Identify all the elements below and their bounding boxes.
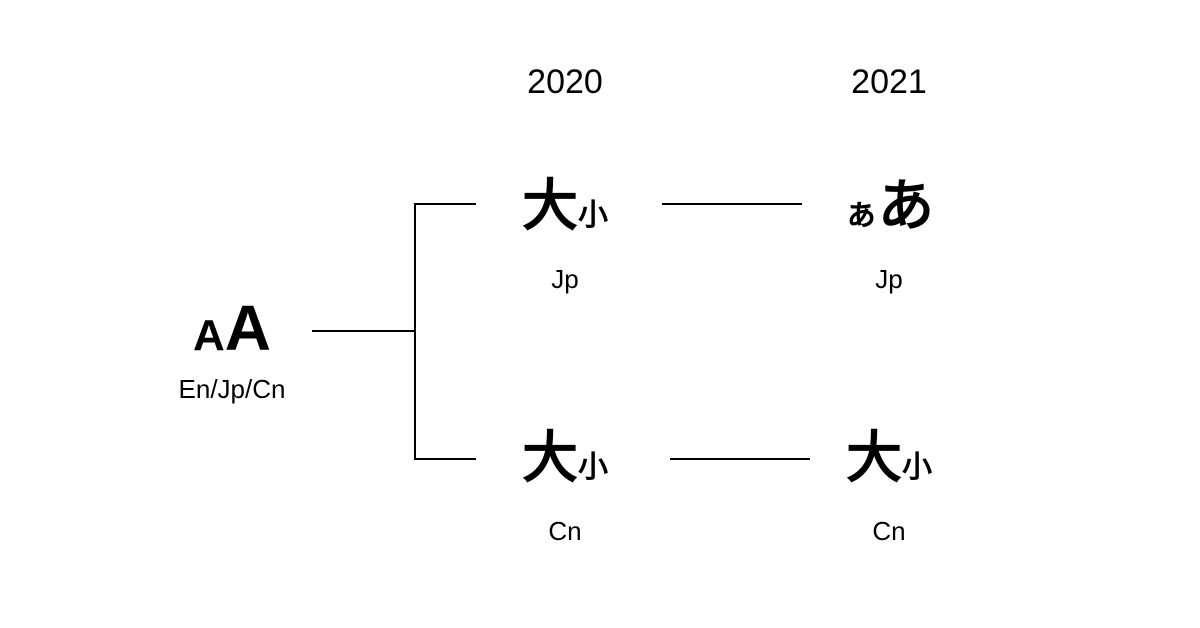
glyph-big: 大: [522, 174, 578, 239]
glyph-big: 大: [846, 426, 902, 491]
glyph-small: 小: [578, 450, 608, 485]
glyph-small: 小: [902, 450, 932, 485]
node-label: Jp: [875, 264, 903, 294]
glyph-big: あ: [878, 174, 934, 239]
node-cn-2021: 大小 Cn: [789, 424, 989, 546]
year-2020: 2020: [527, 63, 603, 101]
source-glyph: AA: [132, 296, 332, 360]
source-label: En/Jp/Cn: [178, 374, 286, 404]
node-glyph: 大小: [789, 424, 989, 494]
glyph-big: 大: [522, 426, 578, 491]
glyph-big: A: [224, 292, 271, 364]
node-label: Cn: [872, 516, 906, 546]
node-glyph: ぁあ: [789, 172, 989, 242]
year-2021: 2021: [851, 63, 927, 101]
source-node: AA En/Jp/Cn: [132, 296, 332, 404]
node-glyph: 大小: [465, 172, 665, 242]
node-label: Cn: [548, 516, 582, 546]
node-label: Jp: [551, 264, 579, 294]
glyph-small: 小: [578, 198, 608, 233]
glyph-small: ぁ: [844, 194, 878, 234]
node-glyph: 大小: [465, 424, 665, 494]
node-jp-2020: 大小 Jp: [465, 172, 665, 294]
node-jp-2021: ぁあ Jp: [789, 172, 989, 294]
glyph-small: A: [193, 311, 225, 360]
node-cn-2020: 大小 Cn: [465, 424, 665, 546]
